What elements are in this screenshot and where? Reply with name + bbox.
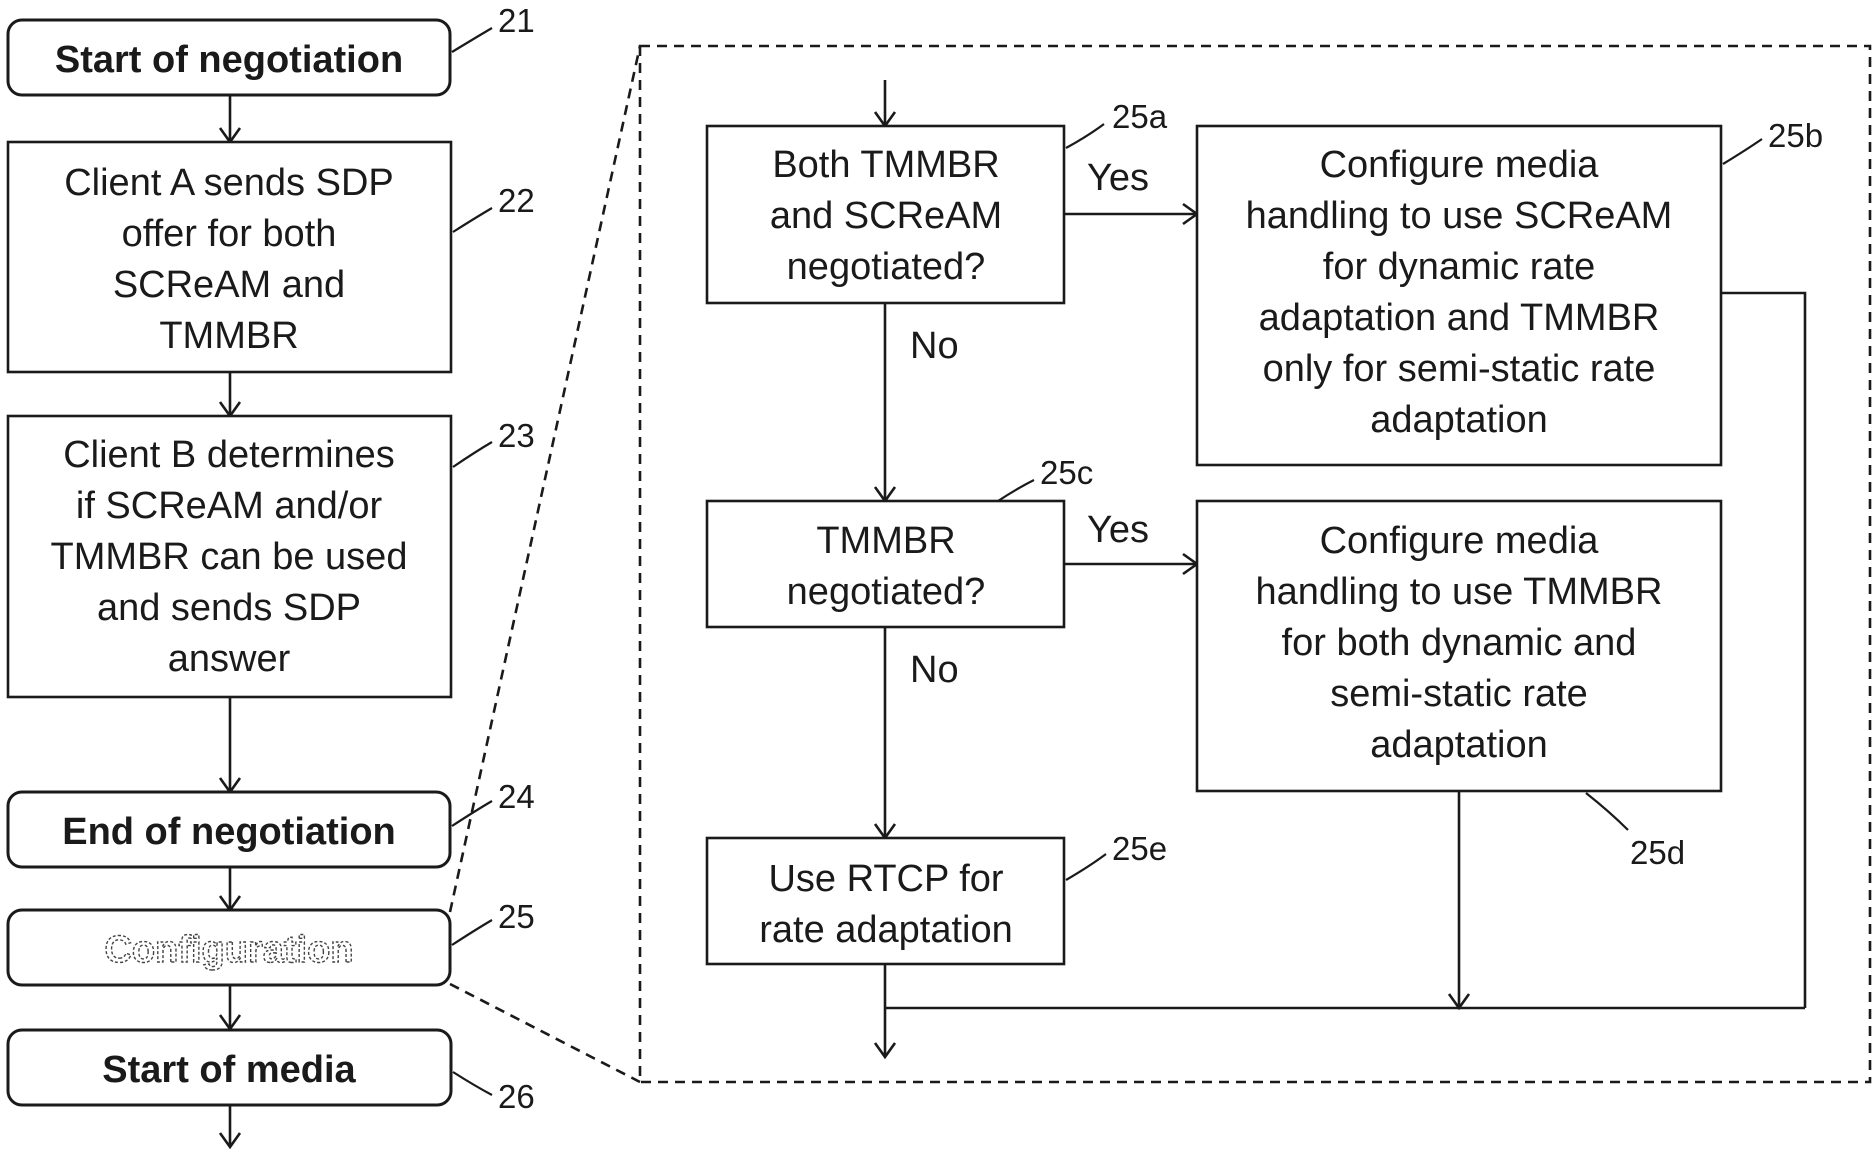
action-d-line-1: Configure media	[1320, 520, 1600, 562]
yes-label-c: Yes	[1087, 509, 1149, 551]
end-negotiation-node: End of negotiation	[8, 792, 450, 867]
zoom-connector-top	[450, 46, 640, 912]
client-b-line-2: if SCReAM and/or	[76, 485, 383, 527]
ref-25d: 25d	[1630, 834, 1685, 871]
client-a-line-4: TMMBR	[159, 315, 298, 357]
action-b-line-4: adaptation and TMMBR	[1259, 297, 1660, 339]
action-e-line-1: Use RTCP for	[768, 858, 1003, 900]
action-b-line-3: for dynamic rate	[1323, 246, 1595, 288]
action-d-line-3: for both dynamic and	[1282, 622, 1637, 664]
action-b-line-6: adaptation	[1370, 399, 1548, 441]
ref-25: 25	[498, 898, 535, 935]
zoom-connector-bottom	[450, 984, 640, 1082]
start-negotiation-label: Start of negotiation	[55, 39, 403, 81]
ref-21: 21	[498, 2, 535, 39]
action-d-line-2: handling to use TMMBR	[1256, 571, 1663, 613]
action-d-line-5: adaptation	[1370, 724, 1548, 766]
action-tmmbr-both: Configure media handling to use TMMBR fo…	[1197, 501, 1721, 791]
decision-c-line-1: TMMBR	[816, 520, 955, 562]
decision-a-line-1: Both TMMBR	[772, 144, 999, 186]
ref-25e: 25e	[1112, 830, 1167, 867]
client-b-line-1: Client B determines	[63, 434, 395, 476]
ref-25c: 25c	[1040, 454, 1093, 491]
ref-22: 22	[498, 182, 535, 219]
action-e-line-2: rate adaptation	[759, 909, 1013, 951]
client-b-answer-node: Client B determines if SCReAM and/or TMM…	[8, 416, 451, 697]
no-label-a: No	[910, 325, 959, 367]
configuration-node: Configuration	[8, 910, 450, 985]
start-negotiation-node: Start of negotiation	[8, 20, 450, 95]
client-a-line-1: Client A sends SDP	[64, 162, 394, 204]
action-b-line-1: Configure media	[1320, 144, 1600, 186]
client-b-line-4: and sends SDP	[97, 587, 361, 629]
client-a-line-2: offer for both	[122, 213, 337, 255]
decision-tmmbr-negotiated: TMMBR negotiated?	[707, 501, 1064, 627]
no-label-c: No	[910, 649, 959, 691]
ref-26: 26	[498, 1078, 535, 1115]
client-b-line-3: TMMBR can be used	[51, 536, 408, 578]
action-scream-and-tmmbr: Configure media handling to use SCReAM f…	[1197, 126, 1721, 465]
decision-a-line-3: negotiated?	[787, 246, 986, 288]
client-a-offer-node: Client A sends SDP offer for both SCReAM…	[8, 142, 451, 372]
decision-both-negotiated: Both TMMBR and SCReAM negotiated?	[707, 126, 1064, 303]
action-rtcp: Use RTCP for rate adaptation	[707, 838, 1064, 964]
decision-a-line-2: and SCReAM	[770, 195, 1002, 237]
start-media-node: Start of media	[8, 1030, 451, 1105]
configuration-label: Configuration	[104, 929, 353, 971]
ref-25a: 25a	[1112, 98, 1168, 135]
end-negotiation-label: End of negotiation	[62, 811, 396, 853]
yes-label-a: Yes	[1087, 157, 1149, 199]
ref-24: 24	[498, 778, 535, 815]
client-a-line-3: SCReAM and	[113, 264, 345, 306]
action-b-line-2: handling to use SCReAM	[1246, 195, 1673, 237]
action-d-line-4: semi-static rate	[1330, 673, 1588, 715]
decision-c-line-2: negotiated?	[787, 571, 986, 613]
start-media-label: Start of media	[102, 1049, 356, 1091]
client-b-line-5: answer	[168, 638, 291, 680]
ref-23: 23	[498, 417, 535, 454]
action-b-line-5: only for semi-static rate	[1263, 348, 1656, 390]
ref-25b: 25b	[1768, 117, 1823, 154]
